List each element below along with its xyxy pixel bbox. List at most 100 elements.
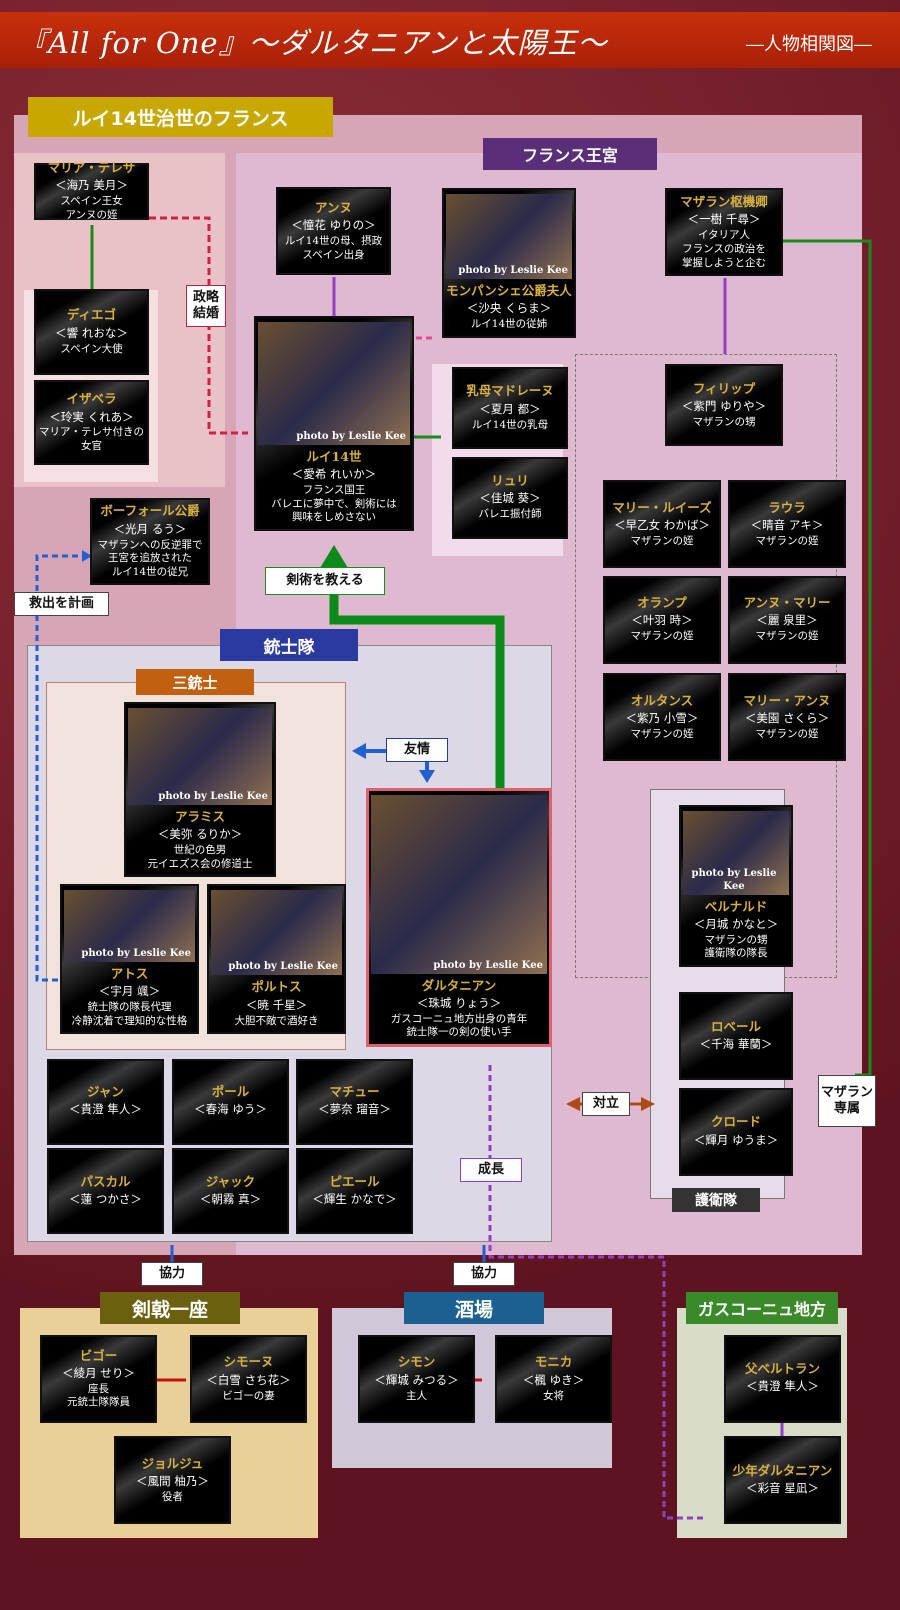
musketeers-label: 銃士隊: [220, 629, 358, 661]
character-description: マザランの姪: [630, 534, 694, 547]
portrait-photo: photo by Leslie Kee: [446, 194, 572, 279]
character-card-simon: シモン ＜輝城 みつる＞ 主人: [358, 1334, 475, 1423]
character-name: ジャック: [205, 1173, 256, 1189]
character-card-diego: ディエゴ ＜響 れおな＞ スペイン大使: [34, 288, 149, 375]
actor-name: ＜響 れおな＞: [55, 325, 128, 340]
tag-cooperation-tavern: 協力: [453, 1262, 515, 1286]
character-description: マザランの甥: [692, 415, 756, 428]
photo-credit: photo by Leslie Kee: [458, 264, 568, 276]
character-name: オルタンス: [630, 692, 694, 708]
character-description: フランス国王 バレエに夢中で、剣術には 興味をしめさない: [271, 483, 397, 524]
france-label: ルイ14世治世のフランス: [28, 97, 333, 137]
character-description: ルイ14世の乳母: [471, 418, 549, 431]
character-name: ボーフォール公爵: [100, 503, 200, 519]
character-card-claude: クロード ＜輝月 ゆうま＞: [679, 1087, 793, 1176]
portrait-photo: photo by Leslie Kee: [211, 890, 342, 976]
portrait-photo: photo by Leslie Kee: [64, 890, 195, 962]
character-name: 父ベルトラン: [744, 1361, 820, 1377]
actor-name: ＜輝生 かなで＞: [312, 1192, 397, 1207]
character-name: ピエール: [329, 1173, 380, 1189]
photo-credit: photo by Leslie Kee: [691, 867, 777, 892]
character-name: マリア・テレサ: [47, 160, 136, 175]
character-card-philippe: フィリップ＜紫門 ゆりや＞マザランの甥: [665, 363, 783, 446]
character-name: マザラン枢機卿: [680, 194, 768, 210]
actor-name: ＜憧花 ゆりの＞: [291, 218, 376, 233]
character-name: シモン: [397, 1354, 436, 1370]
actor-name: ＜暁 千星＞: [245, 997, 308, 1012]
three-musketeers-label: 三銃士: [136, 669, 254, 695]
character-card-lully: リュリ＜佳城 葵＞バレエ振付師: [452, 456, 568, 539]
actor-name: ＜夢奈 瑠音＞: [318, 1102, 391, 1117]
character-name: クロード: [710, 1114, 761, 1130]
actor-name: ＜夏月 都＞: [479, 401, 541, 416]
character-name: ラウラ: [768, 499, 806, 515]
portrait-photo: photo by Leslie Kee: [258, 322, 410, 445]
character-card-robert: ロベール＜千海 華蘭＞: [679, 992, 793, 1081]
tag-rescue-plan: 救出を計画: [14, 592, 109, 616]
character-name: ディエゴ: [66, 307, 117, 323]
character-card-mazarin: マザラン枢機卿 ＜一樹 千尋＞ イタリア人 フランスの政治を 掌握しようと企む: [665, 188, 783, 277]
character-description: スペイン大使: [60, 342, 123, 355]
character-card-simone: シモーヌ＜白雪 さち花＞ビゴーの妻: [190, 1334, 307, 1423]
character-description: イタリア人 フランスの政治を 掌握しようと企む: [682, 229, 766, 269]
character-name: ジャン: [87, 1084, 124, 1100]
tag-mazarin-exclusive: マザラン 専属: [818, 1075, 876, 1127]
character-description: ルイ14世の従姉: [470, 317, 548, 330]
photo-credit: photo by Leslie Kee: [81, 947, 191, 959]
actor-name: ＜紫乃 小雪＞: [625, 711, 699, 725]
character-name: オランプ: [637, 595, 687, 611]
actor-name: ＜佳城 葵＞: [479, 491, 541, 506]
character-description: 座長 元銃士隊隊員: [67, 1382, 130, 1409]
tag-friendship: 友情: [386, 738, 448, 762]
character-name: アトス: [110, 965, 149, 981]
character-name: イザベラ: [66, 391, 117, 407]
character-description: ビゴーの妻: [222, 1389, 275, 1402]
palace-label: フランス王宮: [483, 138, 657, 170]
character-name: ポール: [211, 1084, 250, 1100]
portrait-photo: photo by Leslie Kee: [683, 811, 789, 895]
actor-name: ＜輝城 みつる＞: [374, 1372, 459, 1387]
character-description: スペイン王女 アンヌの姪: [60, 195, 123, 221]
actor-name: ＜綾月 せり＞: [62, 1365, 135, 1380]
character-card-pierre: ピエール ＜輝生 かなで＞: [296, 1148, 413, 1235]
character-name: マリー・ルイーズ: [612, 499, 712, 515]
character-name: ビゴー: [79, 1347, 118, 1363]
character-card-isabella: イザベラ＜玲実 くれあ＞マリア・テレサ付きの 女官: [34, 379, 149, 466]
troupe-label: 剣戟一座: [100, 1292, 240, 1324]
character-description: 主人: [406, 1389, 427, 1402]
character-name: モンパンシェ公爵夫人: [446, 282, 572, 298]
actor-name: ＜美園 さくら＞: [744, 711, 830, 725]
actor-name: ＜一樹 千尋＞: [687, 212, 761, 227]
actor-name: ＜蓮 つかさ＞: [69, 1192, 142, 1207]
actor-name: ＜紫門 ゆりや＞: [681, 398, 767, 413]
character-description: マザランの姪: [630, 630, 694, 643]
header-bar: 『All for One』～ダルタニアンと太陽王～ ―人物相関図―: [0, 12, 900, 68]
photo-credit: photo by Leslie Kee: [158, 790, 268, 802]
actor-name: ＜輝月 ゆうま＞: [693, 1132, 779, 1147]
guard-label: 護衛隊: [672, 1188, 760, 1212]
tag-cooperation-troupe-visible: 協力: [141, 1262, 203, 1286]
character-card-jean: ジャン＜貴澄 隼人＞: [47, 1058, 164, 1145]
character-name: ルイ14世: [306, 448, 362, 464]
actor-name: ＜楓 ゆき＞: [522, 1372, 585, 1387]
character-description: マザランの甥 護衛隊の隊長: [704, 933, 768, 960]
photo-credit: photo by Leslie Kee: [433, 959, 543, 971]
actor-name: ＜海乃 美月＞: [55, 178, 128, 193]
actor-name: ＜春海 ゆう＞: [194, 1102, 267, 1117]
character-card-annemarie: アンヌ・マリー＜麗 泉里＞マザランの姪: [728, 575, 846, 664]
gascogne-label: ガスコーニュ地方: [686, 1292, 838, 1324]
actor-name: ＜朝霧 真＞: [199, 1192, 262, 1207]
character-card-olympe: オランプ ＜叶羽 時＞ マザランの姪: [603, 575, 721, 664]
actor-name: ＜叶羽 時＞: [631, 613, 693, 628]
character-card-laura: ラウラ＜晴音 アキ＞マザランの姪: [728, 480, 846, 568]
tavern-label: 酒場: [404, 1292, 544, 1324]
character-name: マチュー: [329, 1084, 380, 1100]
character-description: ガスコーニュ地方出身の青年 銃士隊一の剣の使い手: [390, 1012, 528, 1039]
actor-name: ＜玲実 くれあ＞: [49, 409, 134, 424]
actor-name: ＜千海 華蘭＞: [699, 1036, 773, 1051]
